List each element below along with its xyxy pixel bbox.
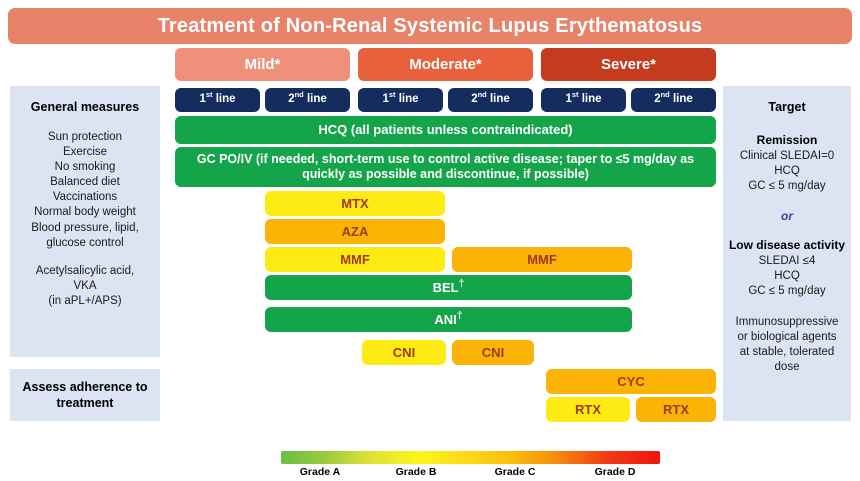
line-word: line [486,93,510,106]
therapy-bar-hcq[interactable]: HCQ (all patients unless contraindicated… [175,116,716,144]
drug-bar-rtx-severe-1st[interactable]: RTX [546,397,630,422]
remission-heading: Remission [756,132,818,147]
category-label: Moderate* [409,55,482,73]
line-number: 1 [565,93,572,106]
category-header-moderate[interactable]: Moderate* [358,48,533,81]
line-number: 2 [471,93,478,106]
line-ordinal: st [571,90,579,100]
drug-bar-bel[interactable]: BEL† [265,275,632,300]
line-word: line [578,93,602,106]
therapy-bar-label: GC PO/IV (if needed, short-term use to c… [196,152,695,181]
treatment-target-panel: Target Remission Clinical SLEDAI=0 HCQ G… [723,86,851,421]
assess-adherence-panel: Assess adherence to treatment [10,369,160,421]
therapy-bar-label: HCQ (all patients unless contraindicated… [318,122,573,138]
legend-label-grade-c: Grade C [494,466,536,478]
line-word: line [303,93,327,106]
line-button-severe-2nd[interactable]: 2nd line [631,88,716,112]
line-word: line [669,93,693,106]
antithrombotic-therapy-note: Acetylsalicylic acid, VKA (in aPL+/APS) [35,265,135,308]
category-label: Severe* [600,55,657,73]
category-header-mild[interactable]: Mild* [175,48,350,81]
category-label: Mild* [244,55,281,73]
drug-label: AZA [341,223,369,239]
line-button-label: 1st line [199,90,236,107]
slide-title-bar: Treatment of Non-Renal Systemic Lupus Er… [8,8,852,44]
drug-bar-cyc[interactable]: CYC [546,369,716,394]
drug-label: MMF [527,251,557,267]
drug-label: RTX [575,401,601,417]
drug-bar-mmf-moderate[interactable]: MMF [452,247,632,272]
general-measures-heading: General measures [30,100,140,114]
line-button-label: 2nd line [471,90,510,107]
drug-bar-cni-mild[interactable]: CNI [362,340,446,365]
low-disease-activity-criteria: SLEDAI ≤4 HCQ GC ≤ 5 mg/day [748,255,826,298]
line-number: 2 [654,93,661,106]
line-button-label: 2nd line [288,90,327,107]
drug-label: MTX [341,195,369,211]
drug-bar-ani[interactable]: ANI† [265,307,632,332]
line-button-severe-1st[interactable]: 1st line [541,88,626,112]
footnote-dagger: † [458,278,465,290]
drug-label: RTX [663,401,689,417]
drug-bar-cni-moderate[interactable]: CNI [452,340,534,365]
line-word: line [212,93,236,106]
legend-label-grade-d: Grade D [594,466,636,478]
drug-label: MMF [340,251,370,267]
category-header-severe[interactable]: Severe* [541,48,716,81]
drug-label: ANI† [434,310,463,328]
line-button-label: 2nd line [654,90,693,107]
line-number: 1 [199,93,206,106]
general-measures-panel: General measures Sun protection Exercise… [10,86,160,357]
legend-label-grade-a: Grade A [299,466,341,478]
drug-label: CYC [617,373,645,389]
line-button-moderate-1st[interactable]: 1st line [358,88,443,112]
drug-name: BEL [432,279,459,295]
line-button-moderate-2nd[interactable]: 2nd line [448,88,533,112]
slide-title: Treatment of Non-Renal Systemic Lupus Er… [157,14,703,37]
remission-criteria: Clinical SLEDAI=0 HCQ GC ≤ 5 mg/day [739,149,835,192]
drug-label: BEL† [432,278,465,296]
drug-bar-mtx[interactable]: MTX [265,191,445,216]
line-number: 1 [382,93,389,106]
line-ordinal: nd [294,90,304,100]
line-ordinal: st [205,90,213,100]
line-word: line [395,93,419,106]
stable-dose-note: Immunosuppressive or biological agents a… [735,315,839,374]
line-button-mild-2nd[interactable]: 2nd line [265,88,350,112]
line-ordinal: nd [660,90,670,100]
assess-adherence-text: Assess adherence to treatment [22,380,148,410]
low-disease-activity-heading: Low disease activity [728,238,846,253]
drug-bar-rtx-severe-2nd[interactable]: RTX [636,397,716,422]
line-ordinal: st [388,90,396,100]
general-measures-list: Sun protection Exercise No smoking Balan… [31,130,139,249]
legend-label-grade-b: Grade B [395,466,437,478]
target-or-separator: or [781,209,793,224]
grade-gradient-legend [281,451,660,464]
line-number: 2 [288,93,295,106]
therapy-bar-glucocorticoids[interactable]: GC PO/IV (if needed, short-term use to c… [175,147,716,187]
target-heading: Target [768,100,806,114]
line-button-label: 1st line [565,90,602,107]
drug-name: ANI [434,311,457,327]
line-button-label: 1st line [382,90,419,107]
drug-label: CNI [481,344,505,360]
line-ordinal: nd [477,90,487,100]
drug-bar-mmf-mild[interactable]: MMF [265,247,445,272]
footnote-dagger: † [456,310,463,322]
line-button-mild-1st[interactable]: 1st line [175,88,260,112]
drug-bar-aza[interactable]: AZA [265,219,445,244]
drug-label: CNI [392,344,416,360]
